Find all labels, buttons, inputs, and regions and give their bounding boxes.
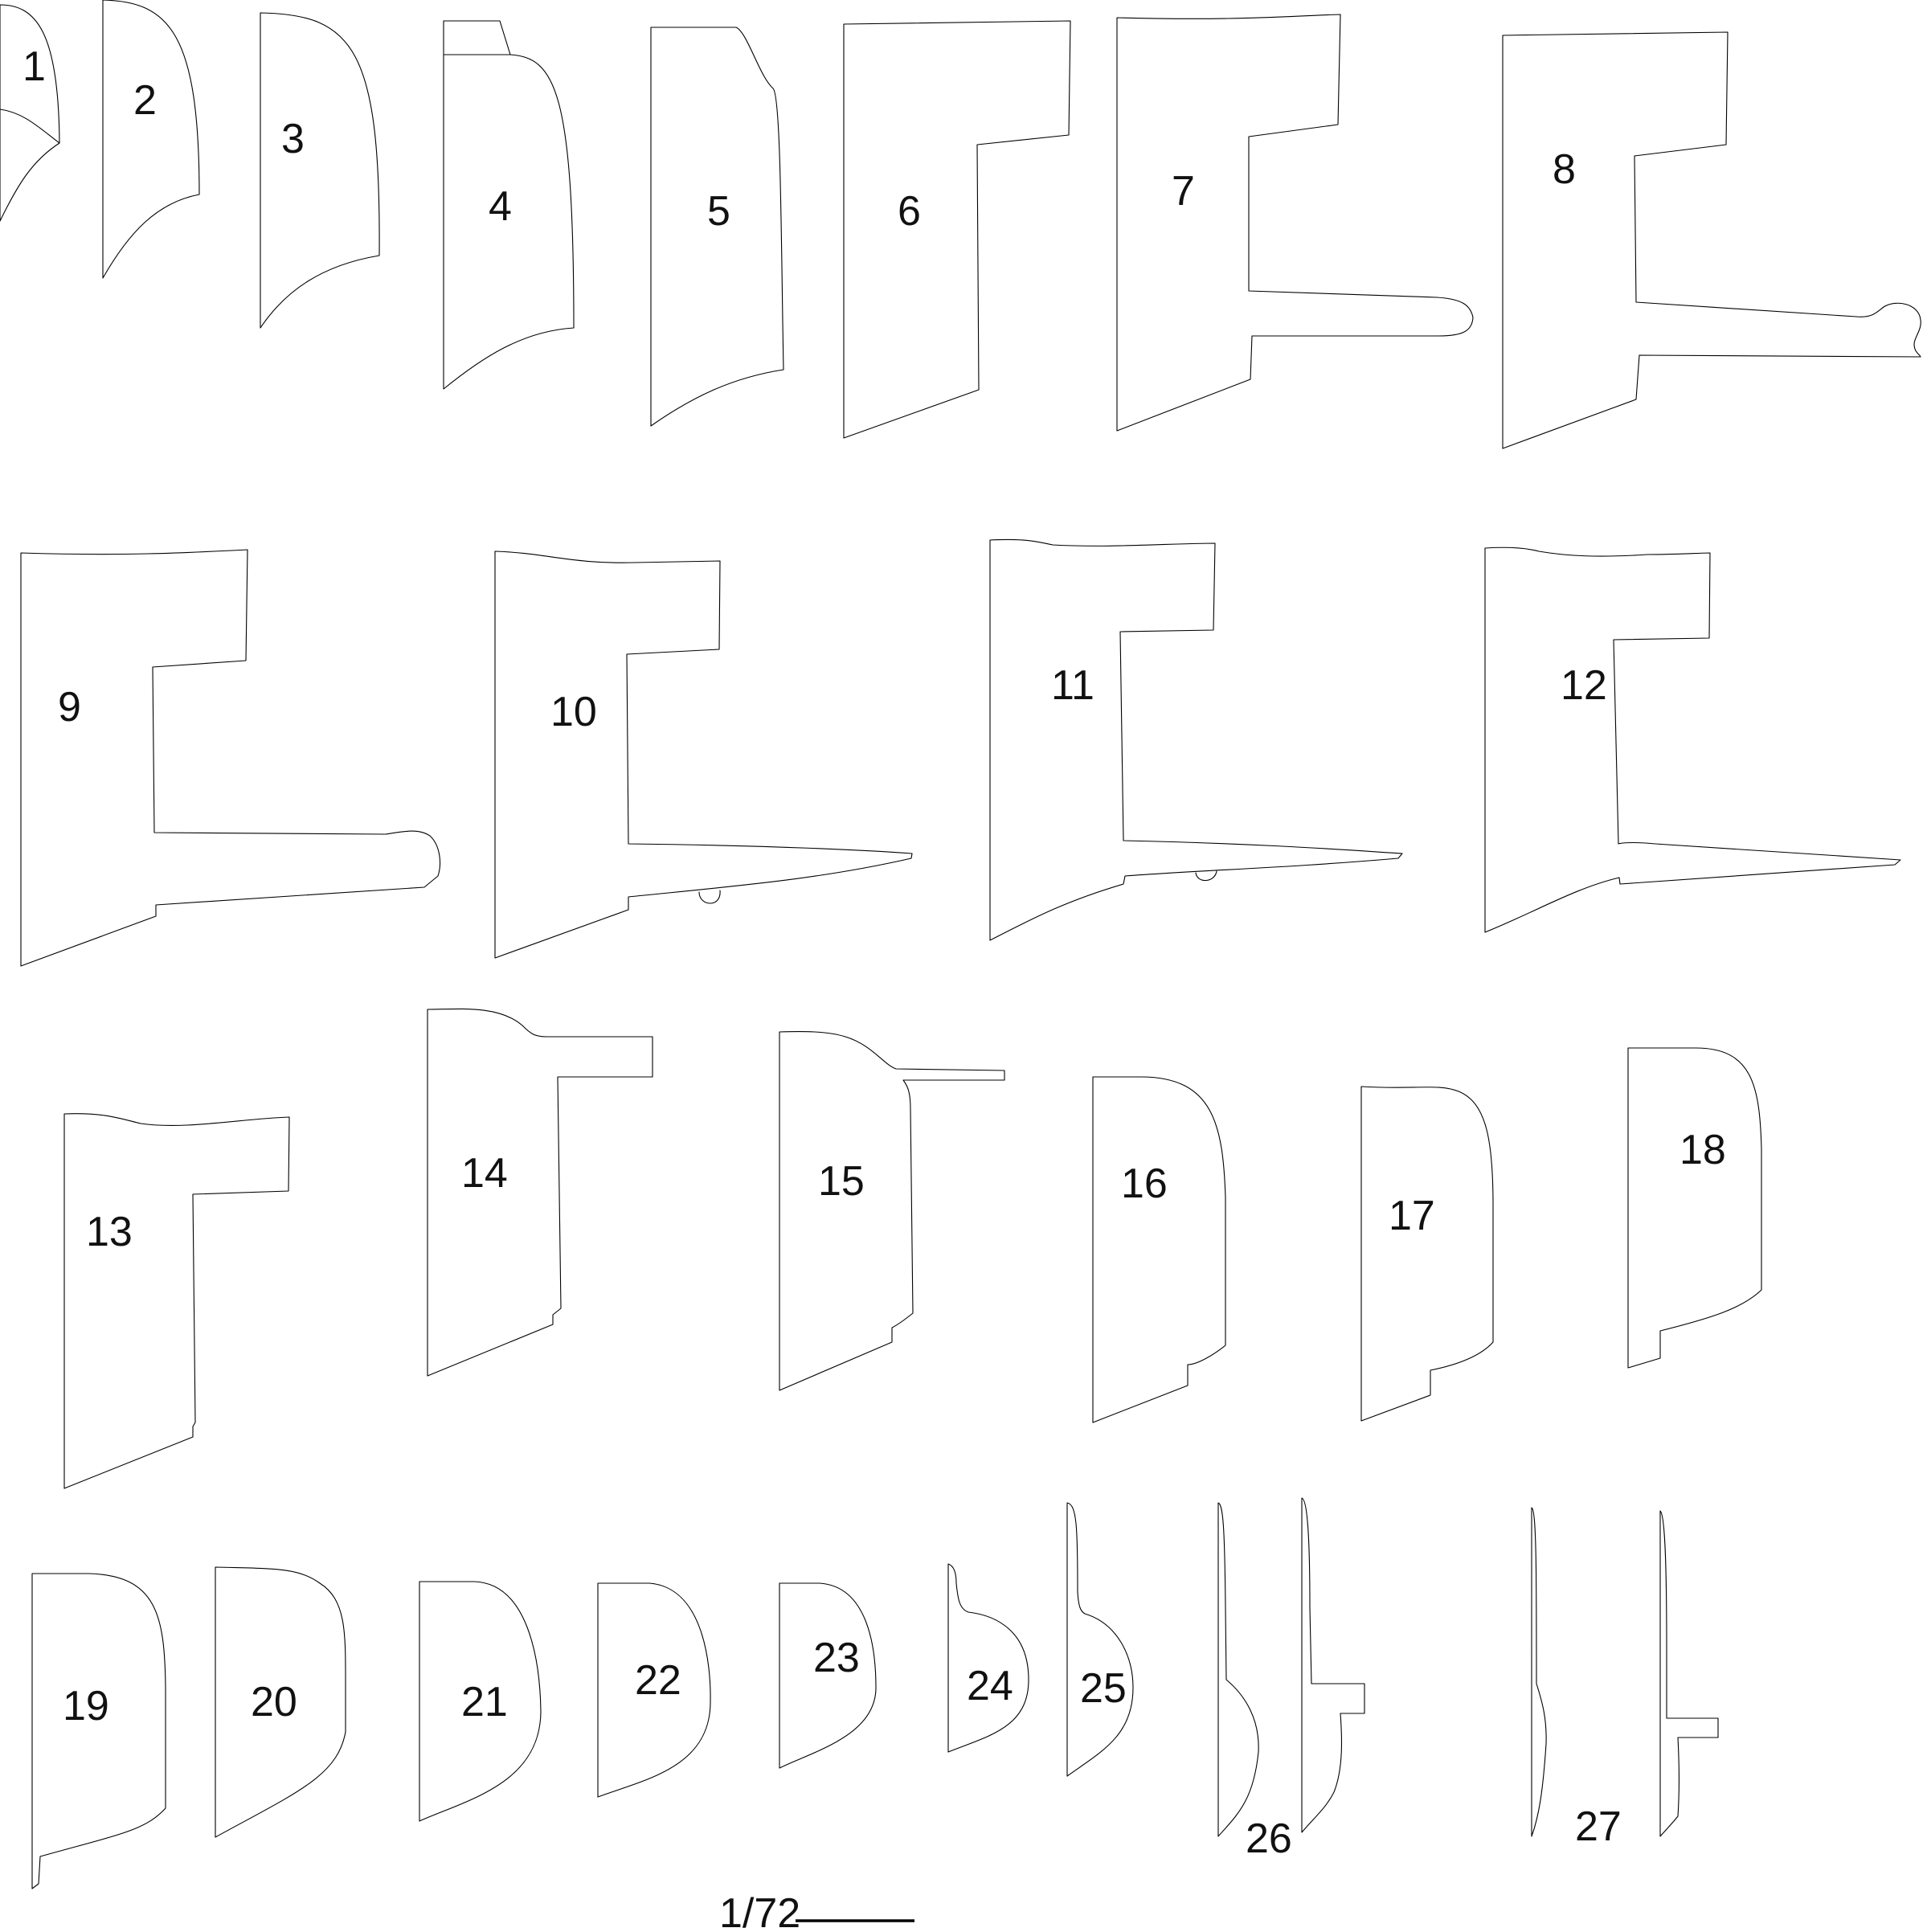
section-17-label: 17 xyxy=(1389,1193,1435,1239)
section-17: 17 xyxy=(1360,1086,1494,1422)
section-24-label: 24 xyxy=(967,1663,1013,1709)
section-18: 18 xyxy=(1627,1047,1762,1369)
section-6-outline xyxy=(843,20,1071,439)
section-21-outline xyxy=(419,1581,542,1822)
section-21: 21 xyxy=(419,1581,542,1822)
section-4: 4 xyxy=(443,20,575,390)
section-22: 22 xyxy=(597,1582,711,1798)
section-18-outline xyxy=(1627,1047,1762,1369)
section-3: 3 xyxy=(260,12,380,329)
section-19-outline xyxy=(31,1573,166,1889)
section-23: 23 xyxy=(779,1582,877,1769)
section-2: 2 xyxy=(102,0,200,279)
section-7-outline xyxy=(1116,14,1474,432)
section-11-label: 11 xyxy=(1051,662,1094,709)
section-20-outline xyxy=(215,1566,346,1838)
section-2-outline xyxy=(102,0,200,279)
section-19-label: 19 xyxy=(63,1683,109,1729)
section-13: 13 xyxy=(63,1113,290,1489)
section-5: 5 xyxy=(650,27,784,427)
section-5-label: 5 xyxy=(707,188,730,235)
section-23-outline xyxy=(779,1582,877,1769)
section-14-outline xyxy=(427,1008,653,1377)
section-17-outline xyxy=(1360,1086,1494,1422)
section-18-label: 18 xyxy=(1679,1127,1726,1173)
section-12-outline xyxy=(1484,546,1901,933)
section-24-outline xyxy=(947,1563,1029,1753)
section-1-outline xyxy=(0,4,60,222)
section-9: 9 xyxy=(20,549,441,967)
section-25-outline xyxy=(1066,1502,1134,1777)
section-26-outline-right xyxy=(1301,1497,1365,1833)
section-11: 11 xyxy=(989,538,1403,941)
section-4-outline xyxy=(443,20,575,390)
section-16-outline xyxy=(1092,1076,1226,1423)
section-15: 15 xyxy=(779,1030,1005,1391)
section-27-outline-right xyxy=(1659,1510,1719,1837)
section-2-label: 2 xyxy=(133,77,157,124)
section-14-label: 14 xyxy=(461,1150,508,1197)
section-16: 16 xyxy=(1092,1076,1226,1423)
section-1: 1 xyxy=(0,4,60,222)
section-27-outline-left xyxy=(1531,1507,1547,1837)
section-6: 6 xyxy=(843,20,1071,439)
section-9-outline xyxy=(20,549,441,967)
section-15-outline xyxy=(779,1030,1005,1391)
section-26-outline-left xyxy=(1217,1502,1259,1837)
scale-label: 1/72 xyxy=(719,1890,800,1932)
section-27: 27 xyxy=(1531,1507,1719,1850)
section-7: 7 xyxy=(1116,14,1474,432)
section-3-label: 3 xyxy=(281,116,305,162)
section-26: 26 xyxy=(1217,1497,1365,1862)
section-6-label: 6 xyxy=(898,188,921,235)
section-8-label: 8 xyxy=(1553,146,1576,193)
section-25-label: 25 xyxy=(1080,1665,1127,1712)
section-20-label: 20 xyxy=(251,1679,297,1725)
scale: 1/72 xyxy=(719,1890,914,1932)
section-14: 14 xyxy=(427,1008,653,1377)
section-12: 12 xyxy=(1484,546,1901,933)
section-7-label: 7 xyxy=(1172,168,1195,215)
section-13-label: 13 xyxy=(86,1209,133,1255)
section-20: 20 xyxy=(215,1566,346,1838)
section-21-label: 21 xyxy=(461,1679,508,1725)
section-8: 8 xyxy=(1502,31,1921,449)
section-22-label: 22 xyxy=(635,1657,681,1704)
section-11-outline xyxy=(989,538,1403,941)
section-16-label: 16 xyxy=(1121,1160,1168,1207)
section-15-label: 15 xyxy=(818,1158,865,1205)
section-8-outline xyxy=(1502,31,1921,449)
section-1-label: 1 xyxy=(23,43,46,90)
section-9-label: 9 xyxy=(58,684,81,731)
section-27-label: 27 xyxy=(1575,1803,1622,1850)
section-5-outline xyxy=(650,27,784,427)
section-10: 10 xyxy=(494,551,913,959)
section-4-label: 4 xyxy=(489,183,512,230)
section-26-label: 26 xyxy=(1246,1815,1292,1862)
section-10-outline xyxy=(494,551,913,959)
section-12-label: 12 xyxy=(1561,662,1607,709)
section-22-outline xyxy=(597,1582,711,1798)
section-25: 25 xyxy=(1066,1502,1134,1777)
section-10-label: 10 xyxy=(550,689,597,735)
section-13-outline xyxy=(63,1113,290,1489)
section-3-outline xyxy=(260,12,380,329)
section-24: 24 xyxy=(947,1563,1029,1753)
section-19: 19 xyxy=(31,1573,166,1889)
section-23-label: 23 xyxy=(813,1635,860,1681)
